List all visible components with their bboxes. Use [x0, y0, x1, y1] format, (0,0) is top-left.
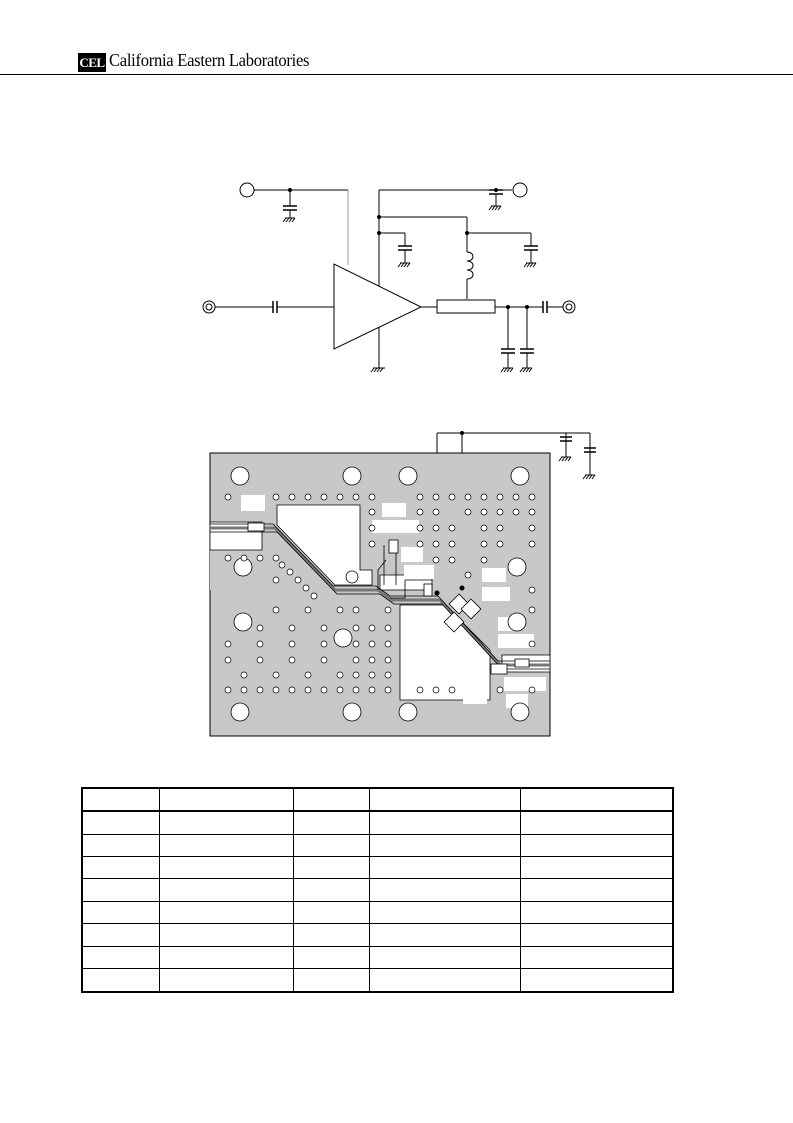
table-cell: [293, 855, 370, 880]
table-cell: [369, 878, 521, 902]
table-cell: [520, 878, 674, 902]
rf-in-connector: [202, 300, 216, 314]
table-header-cell: [81, 787, 160, 812]
table-cell: [369, 923, 521, 947]
table-cell: [369, 945, 521, 970]
table-row: [81, 900, 674, 925]
table-cell: [520, 923, 674, 947]
table-header-cell: [369, 787, 521, 812]
vg-terminal: [239, 182, 255, 198]
table-cell: [520, 900, 674, 925]
rf-out-connector: [562, 300, 576, 314]
table-cell: [159, 833, 294, 857]
table-cell: [293, 900, 370, 925]
table-cell: [159, 878, 294, 902]
table-cell: [369, 855, 521, 880]
table-cell: [293, 878, 370, 902]
table-row: [81, 878, 674, 902]
table-row: [81, 945, 674, 970]
header-divider: [0, 74, 793, 75]
table-header-cell: [159, 787, 294, 812]
amplifier-symbol: [333, 263, 423, 350]
table-cell: [293, 810, 370, 835]
table-cell: [369, 900, 521, 925]
table-row: [81, 923, 674, 947]
table-row: [81, 810, 674, 835]
pcb-layout: [209, 431, 596, 737]
page-header: CEL California Eastern Laboratories: [0, 0, 793, 76]
table-cell: [520, 810, 674, 835]
table-cell: [520, 833, 674, 857]
table-cell: [159, 900, 294, 925]
table-cell: [293, 923, 370, 947]
table-cell: [159, 923, 294, 947]
table-cell: [159, 945, 294, 970]
inductor-symbol: [466, 251, 474, 280]
table-cell: [293, 945, 370, 970]
table-cell: [369, 833, 521, 857]
table-cell: [81, 833, 160, 857]
table-cell: [159, 968, 294, 993]
table-cell: [369, 968, 521, 993]
table-cell: [520, 855, 674, 880]
table-cell: [293, 968, 370, 993]
cel-logo: CEL: [78, 53, 106, 72]
amplifier-schematic: [202, 182, 576, 373]
table-cell: [293, 833, 370, 857]
table-header-cell: [293, 787, 370, 812]
table-cell: [520, 945, 674, 970]
table-header-row: [81, 787, 674, 812]
company-name: California Eastern Laboratories: [109, 50, 310, 70]
table-cell: [81, 878, 160, 902]
table-row: [81, 968, 674, 993]
table-cell: [81, 968, 160, 993]
parts-list-table: [81, 787, 674, 993]
table-cell: [159, 855, 294, 880]
table-header-cell: [520, 787, 674, 812]
table-cell: [81, 900, 160, 925]
table-cell: [81, 855, 160, 880]
table-row: [81, 855, 674, 880]
table-cell: [159, 810, 294, 835]
table-cell: [520, 968, 674, 993]
output-transmission-line: [436, 299, 496, 314]
table-row: [81, 833, 674, 857]
table-cell: [81, 945, 160, 970]
table-cell: [81, 923, 160, 947]
vd-terminal: [512, 182, 528, 198]
table-cell: [369, 810, 521, 835]
table-cell: [81, 810, 160, 835]
